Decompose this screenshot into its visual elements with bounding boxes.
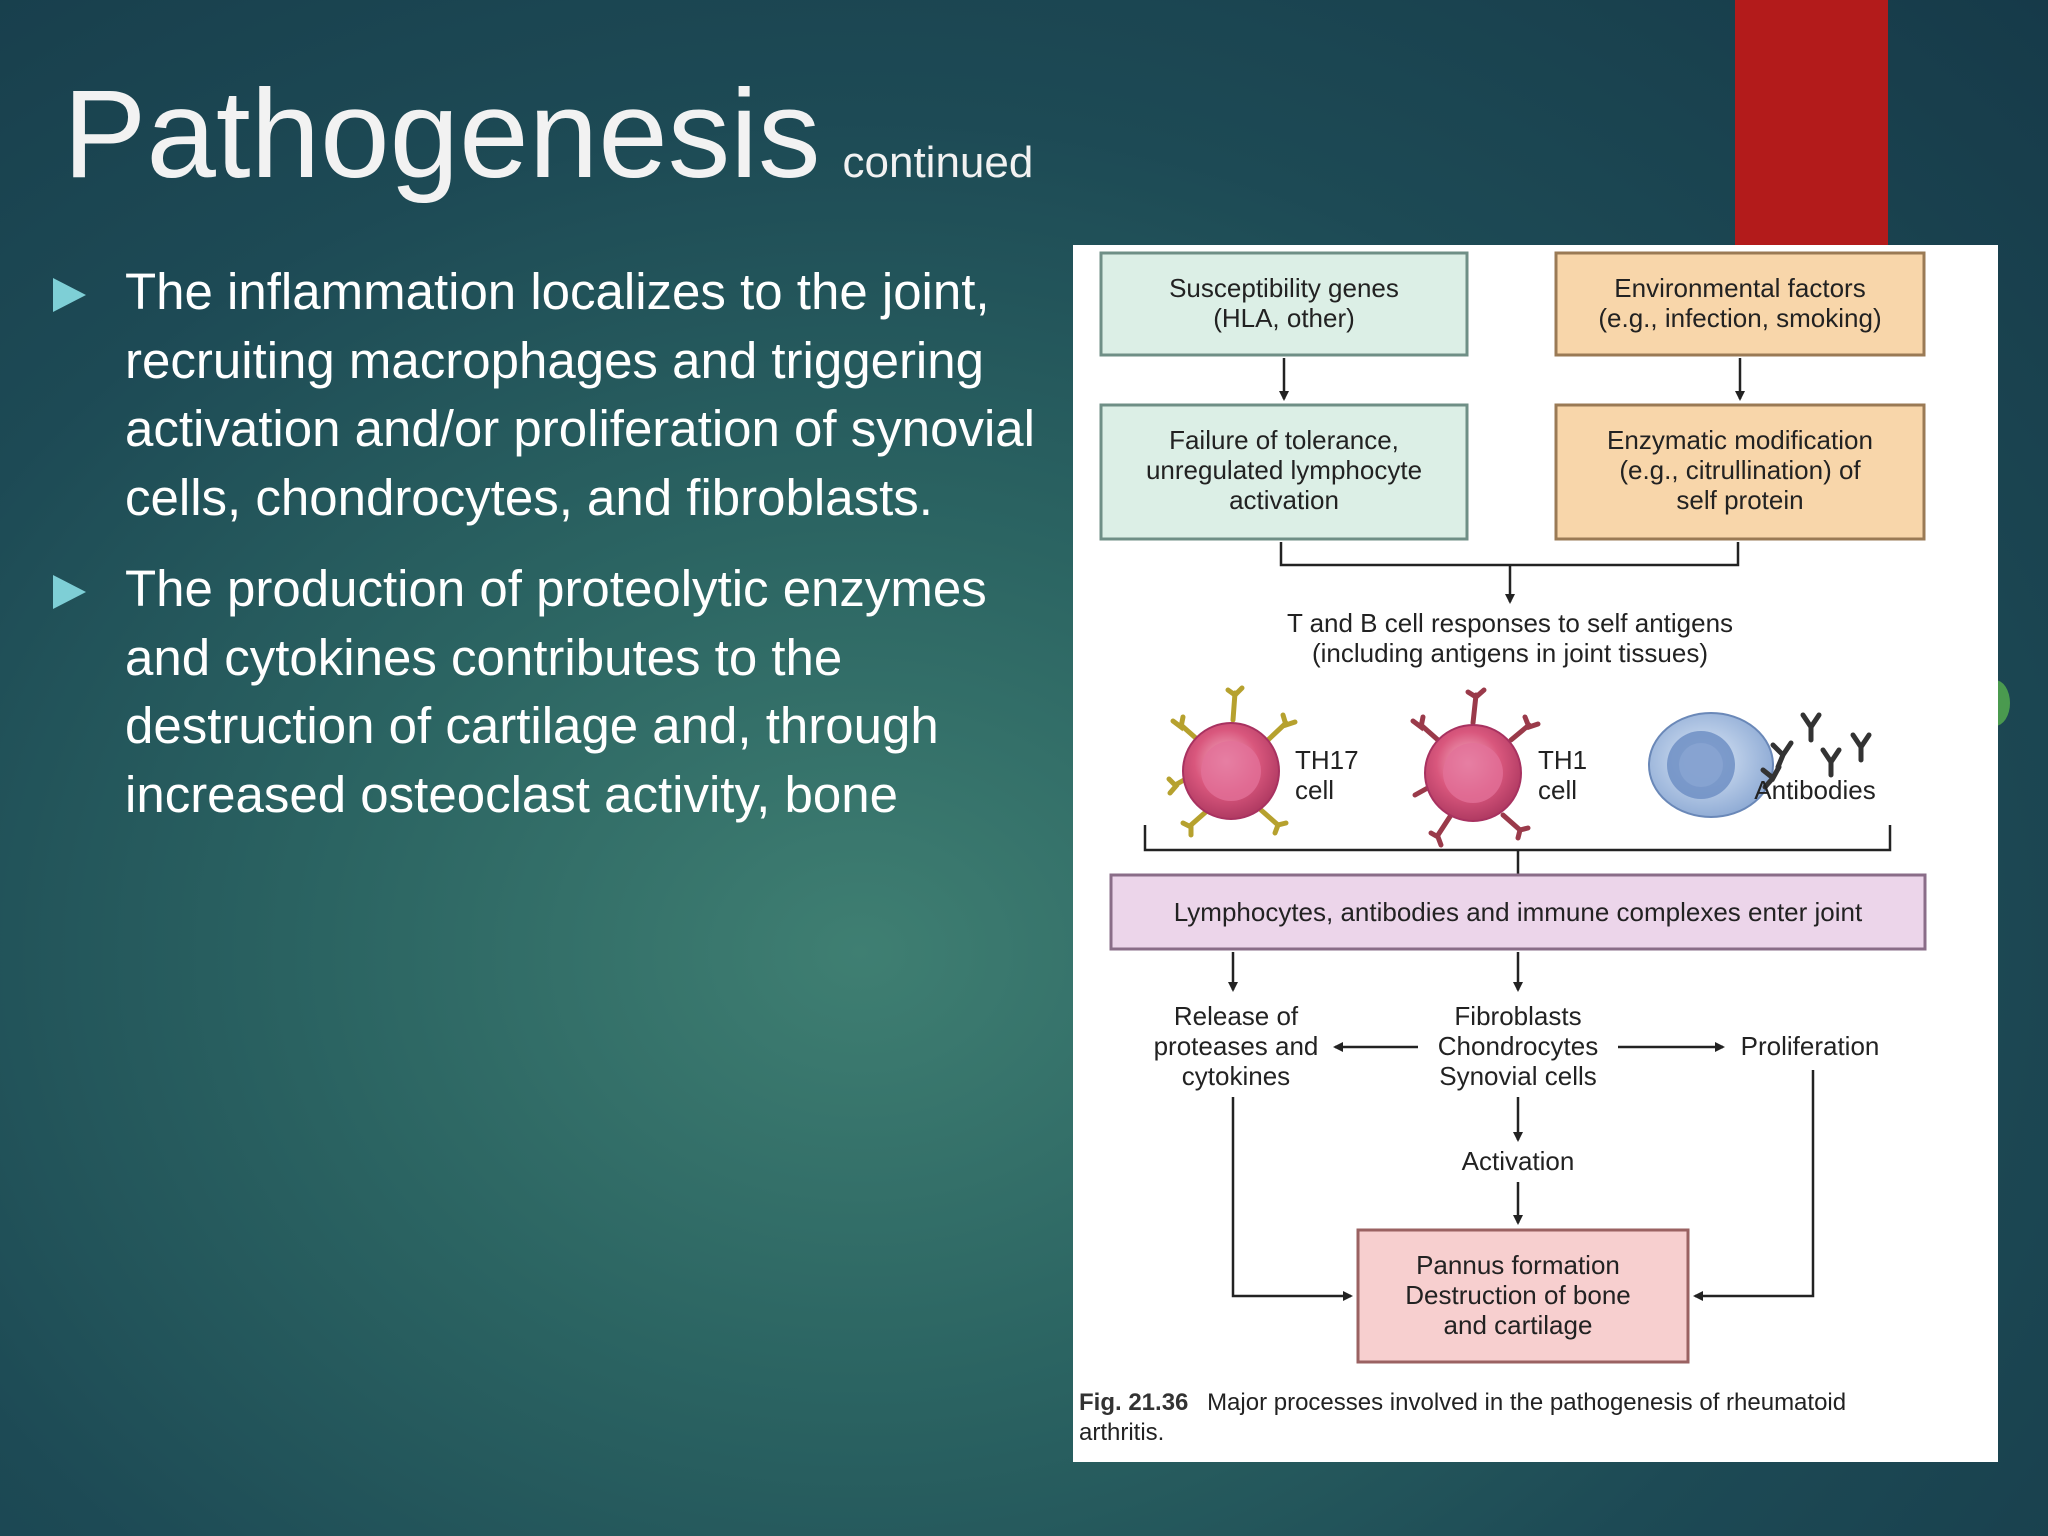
- arrow-release-to-pannus: [1231, 1097, 1353, 1301]
- th17-cell-icon: [1166, 685, 1298, 838]
- arrow-proliferation-to-pannus: [1693, 1070, 1815, 1301]
- box-pannus-line3: and cartilage: [1444, 1310, 1593, 1340]
- box-susceptibility-line2: (HLA, other): [1213, 303, 1355, 333]
- bullet-arrow-icon: [53, 575, 86, 609]
- accent-bar: [1735, 0, 1888, 245]
- caption-text: Major processes involved in the pathogen…: [1207, 1389, 1846, 1416]
- slide-title: Pathogenesis continued: [63, 60, 1033, 238]
- box-failure-line2: unregulated lymphocyte: [1146, 455, 1422, 485]
- title-suffix: continued: [842, 138, 1034, 187]
- box-failure-line1: Failure of tolerance,: [1169, 425, 1399, 455]
- box-enzymatic-line1: Enzymatic modification: [1607, 425, 1873, 455]
- figure-panel: Susceptibility genes (HLA, other) Enviro…: [1073, 245, 1998, 1462]
- release-line2: proteases and: [1154, 1031, 1319, 1061]
- box-environmental-line1: Environmental factors: [1614, 273, 1865, 303]
- th1-label: TH1: [1538, 745, 1587, 775]
- box-failure-of-tolerance: Failure of tolerance, unregulated lympho…: [1099, 403, 1469, 541]
- proliferation-label: Proliferation: [1741, 1031, 1880, 1061]
- figure-caption: Fig. 21.36 Major processes involved in t…: [1079, 1389, 1846, 1416]
- box-susceptibility-line1: Susceptibility genes: [1169, 273, 1399, 303]
- b-cell-icon: [1648, 712, 1774, 818]
- box-environmental-factors: Environmental factors (e.g., infection, …: [1554, 251, 1926, 357]
- box-enter-joint: Lymphocytes, antibodies and immune compl…: [1109, 873, 1927, 951]
- th17-cell-label: cell: [1295, 775, 1334, 805]
- box-susceptibility-genes: Susceptibility genes (HLA, other): [1099, 251, 1469, 357]
- tb-response-line1: T and B cell responses to self antigens: [1287, 608, 1733, 638]
- pathogenesis-flowchart: Susceptibility genes (HLA, other) Enviro…: [1079, 251, 1927, 1446]
- box-enzymatic-modification: Enzymatic modification (e.g., citrullina…: [1554, 403, 1926, 541]
- box-pannus-line1: Pannus formation: [1416, 1250, 1620, 1280]
- cells-line3: Synovial cells: [1439, 1061, 1597, 1091]
- antibodies-icon: [1760, 712, 1872, 790]
- box-enzymatic-line2: (e.g., citrullination) of: [1619, 455, 1861, 485]
- antibodies-label: Antibodies: [1754, 775, 1875, 805]
- box-pannus-line2: Destruction of bone: [1405, 1280, 1630, 1310]
- bullet-text: The inflammation localizes to the joint,…: [125, 263, 1036, 526]
- th17-label: TH17: [1295, 745, 1359, 775]
- bullet-arrow-icon: [53, 278, 86, 312]
- merge-bracket: [1279, 542, 1740, 567]
- th1-cell-label: cell: [1538, 775, 1577, 805]
- tb-response-line2: (including antigens in joint tissues): [1312, 638, 1708, 668]
- bullet-item: The production of proteolytic enzymes an…: [50, 555, 1040, 829]
- cells-line1: Fibroblasts: [1454, 1001, 1581, 1031]
- bullet-text: The production of proteolytic enzymes an…: [125, 560, 987, 823]
- box-failure-line3: activation: [1229, 485, 1339, 515]
- cells-line2: Chondrocytes: [1438, 1031, 1598, 1061]
- caption-fig-number: Fig. 21.36: [1079, 1389, 1188, 1416]
- box-enter-joint-text: Lymphocytes, antibodies and immune compl…: [1174, 897, 1863, 927]
- activation-label: Activation: [1462, 1146, 1575, 1176]
- box-pannus-formation: Pannus formation Destruction of bone and…: [1356, 1228, 1690, 1364]
- title-text: Pathogenesis: [63, 65, 821, 204]
- th1-cell-icon: [1410, 687, 1541, 848]
- box-environmental-line2: (e.g., infection, smoking): [1598, 303, 1881, 333]
- release-line3: cytokines: [1182, 1061, 1290, 1091]
- bullet-list: The inflammation localizes to the joint,…: [50, 258, 1040, 852]
- release-line1: Release of: [1174, 1001, 1299, 1031]
- caption-text-line2: arthritis.: [1079, 1419, 1164, 1446]
- box-enzymatic-line3: self protein: [1676, 485, 1803, 515]
- bullet-item: The inflammation localizes to the joint,…: [50, 258, 1040, 532]
